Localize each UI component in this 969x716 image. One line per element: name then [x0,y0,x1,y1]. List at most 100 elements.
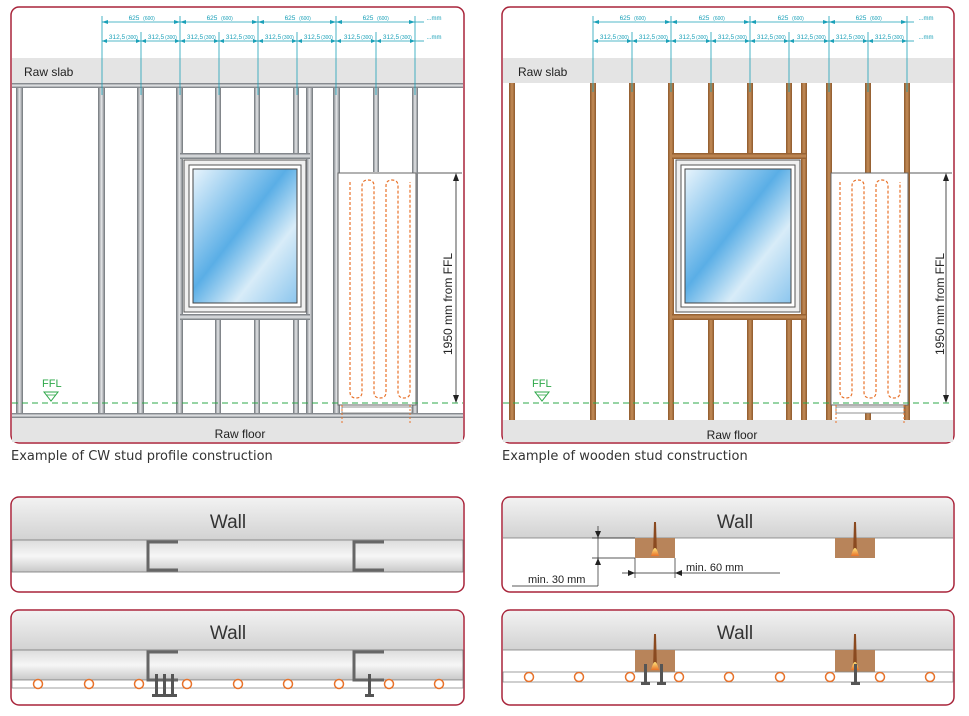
pipe-circle [83,678,95,690]
pipe-circle [433,678,445,690]
wood-section-bottom-wall-label: Wall [717,623,753,644]
wood-stud-short [865,407,871,420]
wood-screw [851,522,859,556]
screw [160,694,169,697]
cw-dim-more: ...mm [427,16,442,22]
cw-section-bottom: Wall [10,609,465,706]
cw-stud [137,88,144,413]
wood-section-top: Wall min. 30 mm min. 60 mm [501,496,955,593]
cw-stud-short [293,320,299,413]
cw-profile [146,540,178,572]
cw-dim-600: (600) [221,16,233,22]
screw [851,682,860,685]
wood-window-header [672,153,806,159]
pipe-circle [32,678,44,690]
wood-dim-625: 625 [620,15,631,22]
wood-dim-300: (300) [696,35,708,41]
wood-dim-3125: 312,5 [757,34,774,41]
wood-fixing-screws [641,664,860,685]
pipe-circle [383,678,395,690]
cw-raw-slab-band [12,58,463,83]
cw-dim-ticks [101,16,416,95]
cw-dim-300: (300) [165,35,177,41]
cw-height-label: 1950 mm from FFL [441,253,455,355]
wood-dim-600: (600) [713,16,725,22]
wood-section-top-wall-label: Wall [717,512,753,533]
cw-heating-pipes [32,678,445,690]
wood-raw-slab-label: Raw slab [518,65,568,79]
wood-dim-3125: 312,5 [836,34,853,41]
wood-stud-short [708,83,714,153]
cw-dim-3125: 312,5 [344,34,361,41]
cw-ffl-label: FFL [42,378,62,390]
cw-heating-pipe [349,179,411,399]
wood-dim-600: (600) [634,16,646,22]
cw-section-top: Wall [10,496,465,593]
wood-dim-300: (300) [656,35,668,41]
wood-dim-300: (300) [814,35,826,41]
pipe-circle [181,678,193,690]
wood-dim-3125: 312,5 [600,34,617,41]
wood-stud-short [747,320,753,420]
wood-stud-short [786,320,792,420]
cw-raw-floor-band [12,418,463,442]
wood-dim-more: ...mm [919,16,934,22]
cw-stud [16,88,23,413]
wood-raw-floor-band [503,420,953,442]
wood-window-glass [684,168,792,304]
wood-dim-text-3125: 312,5 (300) 312,5 (300) 312,5 (300) 312,… [600,34,934,41]
wood-height-arrow [943,173,949,181]
cw-dim-600: (600) [143,16,155,22]
cw-stud [98,88,105,413]
wood-dim-3125: 312,5 [679,34,696,41]
pipe-circle [624,671,636,683]
cw-dim-300: (300) [204,35,216,41]
cw-panel: Raw slab Raw floor [10,6,465,444]
cw-dim-300: (300) [282,35,294,41]
wood-height-label: 1950 mm from FFL [933,253,947,355]
wood-heating-pipe [839,179,901,399]
wood-dim-more: ...mm [919,35,934,41]
cw-stud-short [293,88,299,154]
wood-dim-600: (600) [792,16,804,22]
wood-panel: Raw slab Raw floor [501,6,955,444]
screw [152,694,161,697]
cw-dim-more: ...mm [427,35,442,41]
wood-dim-300: (300) [735,35,747,41]
min60-label: min. 60 mm [686,562,743,574]
cw-dim-3125: 312,5 [383,34,400,41]
cw-dim-3125: 312,5 [226,34,243,41]
cw-window-sill [180,314,310,320]
wood-dim-300: (300) [892,35,904,41]
wood-dim-3125: 312,5 [718,34,735,41]
cw-raw-slab-label: Raw slab [24,65,74,79]
wood-ffl-marker [533,391,551,402]
cw-top-track [12,83,463,88]
wood-dim-300: (300) [617,35,629,41]
wood-section-bottom-wall [503,611,953,650]
wood-dim-300: (300) [853,35,865,41]
cw-window-header [180,153,310,159]
wood-dim-arrows [593,20,907,43]
cw-dim-625: 625 [129,15,140,22]
wood-stud [801,83,807,420]
cw-raw-floor-label: Raw floor [215,427,266,441]
cw-dim-600: (600) [377,16,389,22]
min60-arrow [675,570,682,576]
wood-stud [590,83,596,420]
cw-caption: Example of CW stud profile construction [11,449,273,464]
cw-bottom-track [12,413,463,418]
cw-heating-base [341,406,413,414]
cw-section-bottom-wall [12,611,463,650]
cw-dim-625: 625 [207,15,218,22]
wood-stud-short [865,83,871,173]
wood-raw-slab-band [503,58,953,83]
wood-section-top-wall [503,498,953,538]
cw-dim-300: (300) [126,35,138,41]
screw [365,694,374,697]
cw-section-bottom-board [11,649,464,681]
cw-section-bottom-wall-label: Wall [210,623,246,644]
cw-dim-300: (300) [361,35,373,41]
wood-dim-600: (600) [870,16,882,22]
pipe-circle [523,671,535,683]
